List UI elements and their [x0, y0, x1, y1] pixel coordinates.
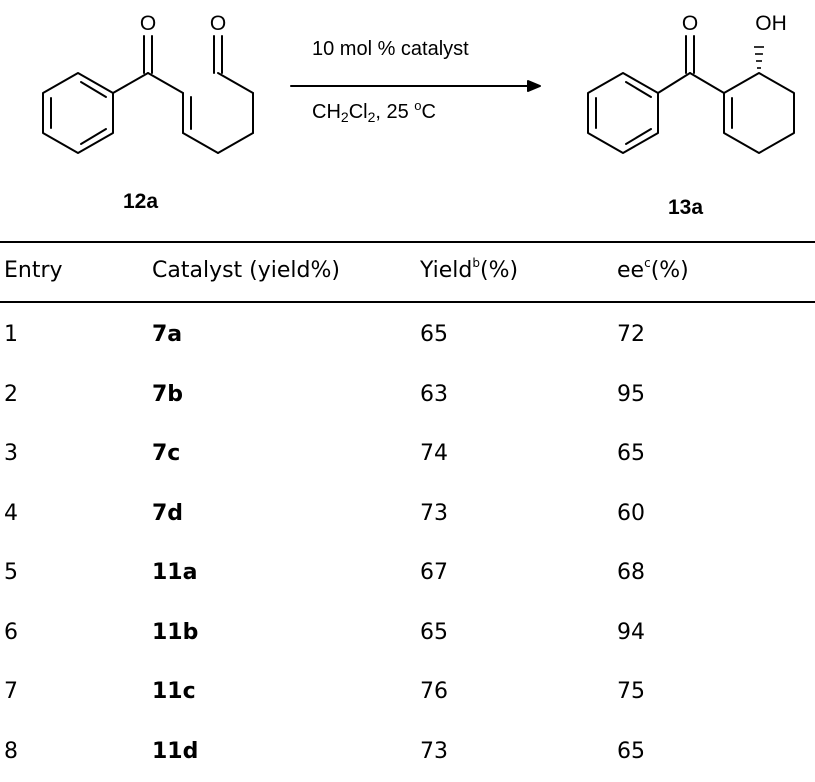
cell-yield: 65 [420, 322, 448, 347]
cell-ee: 68 [617, 560, 645, 585]
product-cyclohexene-ring [723, 72, 795, 154]
cell-catalyst: 7b [152, 381, 184, 407]
cell-entry: 4 [4, 500, 18, 526]
cell-catalyst: 11b [152, 619, 199, 645]
cell-yield: 73 [420, 738, 448, 764]
cell-yield: 74 [420, 441, 448, 466]
cell-ee: 65 [617, 441, 645, 466]
cell-ee: 75 [617, 679, 645, 704]
reactant-benzene-ring [42, 72, 114, 154]
cell-yield: 67 [420, 560, 448, 585]
cell-catalyst: 7a [152, 322, 183, 347]
product-ketone-bond [657, 72, 691, 94]
table-row: 2 7b 63 95 [0, 365, 815, 425]
reaction-catalyst-condition: 10 mol % catalyst [312, 38, 469, 60]
product-hashed-wedge [754, 46, 764, 69]
table-row: 4 7d 73 60 [0, 484, 815, 544]
table-row: 8 11d 73 65 [0, 722, 815, 782]
reactant-label: 12a [123, 190, 159, 213]
reactant-chain-5 [217, 72, 254, 94]
cell-ee: 94 [617, 619, 645, 645]
header-entry: Entry [4, 258, 63, 283]
cell-ee: 65 [617, 738, 645, 764]
product-ring-bond [689, 72, 725, 94]
reactant-chain-1 [147, 72, 184, 94]
reactant-aldehyde-oxygen: O [210, 12, 226, 35]
cell-entry: 7 [4, 679, 18, 704]
header-ee: eec(%) [617, 256, 689, 283]
cell-catalyst: 11d [152, 738, 199, 764]
cell-yield: 76 [420, 679, 448, 704]
cell-entry: 6 [4, 619, 18, 645]
cell-ee: 60 [617, 500, 645, 526]
cell-yield: 73 [420, 500, 448, 526]
reactant-ketone-oxygen: O [140, 12, 156, 35]
cell-catalyst: 7d [152, 500, 184, 526]
table-top-rule [0, 241, 815, 243]
cell-ee: 72 [617, 322, 645, 347]
table-row: 6 11b 65 94 [0, 603, 815, 663]
reactant-chain-2 [182, 132, 219, 154]
table-header-rule [0, 301, 815, 303]
cell-entry: 3 [4, 441, 18, 466]
scheme-drawing: O O O OH [42, 12, 795, 154]
header-yield: Yieldb(%) [420, 256, 519, 283]
cell-entry: 2 [4, 381, 18, 407]
product-benzene-ring [587, 72, 659, 154]
reaction-scheme: O O O OH 10 mol % catalyst CH2Cl2, 25 oC… [0, 0, 815, 230]
header-catalyst: Catalyst (yield%) [152, 258, 340, 283]
cell-ee: 95 [617, 381, 645, 407]
table-row: 5 11a 67 68 [0, 543, 815, 603]
cell-entry: 8 [4, 738, 18, 764]
cell-entry: 1 [4, 322, 18, 347]
table-row: 7 11c 76 75 [0, 662, 815, 722]
cell-catalyst: 11c [152, 679, 196, 704]
reaction-arrow-head [527, 80, 541, 92]
product-ketone-oxygen: O [682, 12, 698, 35]
table-header-row: Entry Catalyst (yield%) Yieldb(%) eec(%) [0, 241, 815, 301]
cell-catalyst: 11a [152, 560, 198, 585]
cell-catalyst: 7c [152, 441, 181, 466]
reactant-chain-3 [217, 132, 254, 154]
product-hydroxyl: OH [755, 12, 787, 35]
reactant-ketone-bond [112, 72, 149, 94]
cell-entry: 5 [4, 560, 18, 585]
table-row: 3 7c 74 65 [0, 424, 815, 484]
reaction-solvent-temperature: CH2Cl2, 25 oC [312, 98, 436, 125]
product-label: 13a [668, 196, 704, 219]
cell-yield: 65 [420, 619, 448, 645]
cell-yield: 63 [420, 381, 448, 407]
table-row: 1 7a 65 72 [0, 305, 815, 365]
